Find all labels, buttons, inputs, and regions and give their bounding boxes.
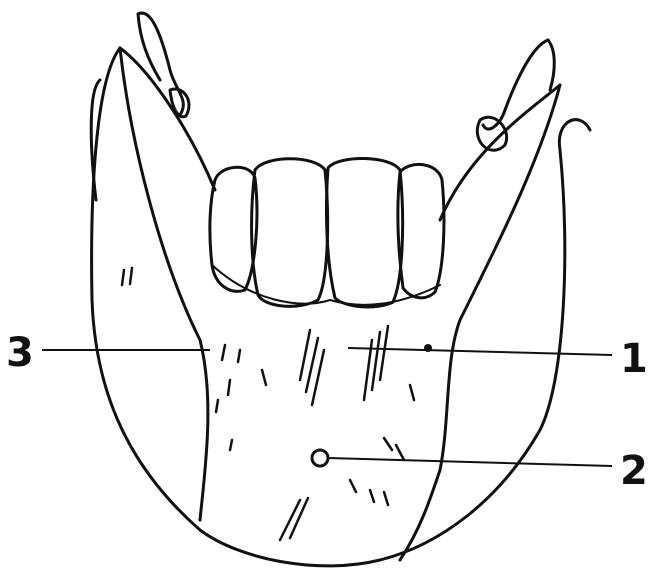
left-coronoid <box>120 48 215 190</box>
label-1: 1 <box>620 336 648 382</box>
right-condyle <box>483 40 548 129</box>
tooth-1 <box>210 167 257 291</box>
tooth-4 <box>398 164 444 297</box>
right-condyle-inner <box>548 40 554 90</box>
left-condyle <box>138 13 183 115</box>
pointer-dot-1 <box>424 344 432 352</box>
label-2: 2 <box>620 448 648 494</box>
mental-foramen <box>312 450 328 466</box>
tooth-3 <box>326 158 402 306</box>
leader-line-1 <box>348 348 612 355</box>
label-3: 3 <box>6 330 34 376</box>
tooth-2 <box>252 159 328 307</box>
surface-hatching <box>122 268 414 540</box>
right-coronoid <box>440 85 560 220</box>
leader-line-2 <box>328 458 612 466</box>
left-ramus-outline <box>92 48 590 566</box>
